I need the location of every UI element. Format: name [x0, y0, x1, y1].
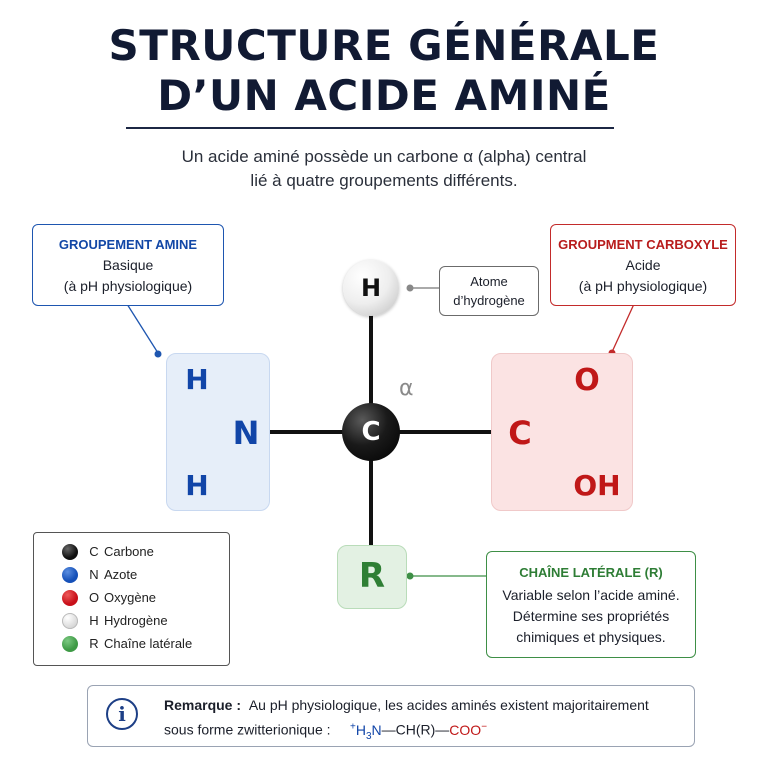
subtitle-line-2: lié à quatre groupements différents.	[250, 171, 518, 190]
remark-text-2: sous forme zwitterionique :	[164, 721, 331, 738]
subtitle: Un acide aminé possède un carbone α (alp…	[0, 145, 768, 193]
subtitle-line-1: Un acide aminé possède un carbone α (alp…	[181, 147, 587, 166]
remark-line-2: sous forme zwitterionique : +H3N—CH(R)—C…	[164, 717, 487, 746]
legend-name: Oxygène	[104, 590, 157, 605]
carbon-dot-icon	[62, 544, 78, 560]
side-chain-callout-line-3: chimiques et physiques.	[516, 629, 666, 645]
formula-h: H	[355, 721, 366, 738]
alpha-carbon-atom: C	[342, 403, 400, 461]
amine-group-callout: GROUPEMENT AMINE Basique (à pH physiolog…	[32, 224, 224, 306]
formula-n: N	[371, 721, 382, 738]
formula-dash-2: —	[435, 721, 450, 738]
carboxyl-callout-line-1: Acide	[625, 257, 661, 273]
hydrogen-atom: H	[343, 260, 399, 316]
amine-callout-heading: GROUPEMENT AMINE	[58, 237, 198, 252]
oxygen-dot-icon	[62, 590, 78, 606]
leader-hydrogen-dot	[406, 284, 414, 292]
carboxyl-hydroxyl: OH	[573, 469, 621, 502]
info-icon: i	[106, 698, 138, 730]
formula-dash-1: —	[381, 721, 396, 738]
amine-group-box	[166, 353, 270, 511]
legend-symbol: C	[89, 544, 99, 559]
hydrogen-callout-line-2: d’hydrogène	[453, 293, 525, 308]
carboxyl-group-callout: GROUPMENT CARBOXYLE Acide (à pH physiolo…	[550, 224, 736, 306]
leader-amine	[126, 303, 159, 354]
carboxyl-group-box	[491, 353, 633, 511]
legend-name: Hydrogène	[104, 613, 168, 628]
side-chain-box	[337, 545, 407, 609]
hydrogen-atom-label: H	[360, 274, 382, 302]
legend-symbol: R	[89, 636, 99, 651]
leader-carboxyl	[611, 303, 635, 353]
leader-side-chain-dot	[406, 572, 414, 580]
legend-symbol: N	[89, 567, 99, 582]
charge-minus: −	[481, 721, 488, 732]
title-divider	[126, 127, 614, 129]
legend-symbol: H	[89, 613, 99, 628]
hydrogen-atom-callout: Atome d’hydrogène	[439, 266, 539, 316]
carboxyl-carbon: C	[508, 414, 532, 452]
title-line-2: D’UN ACIDE AMINÉ	[157, 71, 611, 120]
carboxyl-oxygen: O	[574, 363, 600, 398]
title-line-1: STRUCTURE GÉNÉRALE	[108, 21, 660, 70]
leader-amine-dot	[154, 350, 162, 358]
formula-middle: CH(R)	[395, 721, 436, 738]
carboxyl-callout-heading: GROUPMENT CARBOXYLE	[558, 237, 728, 252]
formula-subscript-3: 3	[365, 730, 372, 742]
zwitterion-carboxylate: COO−	[449, 721, 488, 738]
side-chain-callout-heading: CHAÎNE LATÉRALE (R)	[519, 565, 663, 580]
alpha-carbon-label: C	[361, 417, 381, 447]
zwitterion-amine: +H3N	[349, 721, 382, 742]
legend-name: Azote	[104, 567, 138, 582]
alpha-label: α	[399, 376, 414, 401]
amine-hydrogen-bottom: H	[185, 469, 209, 502]
side-chain-dot-icon	[62, 636, 78, 652]
remark-label: Remarque :	[164, 697, 242, 713]
hydrogen-callout-line-1: Atome	[470, 274, 508, 289]
carboxyl-callout-line-2: (à pH physiologique)	[578, 278, 708, 294]
charge-plus: +	[349, 721, 356, 732]
formula-coo: COO	[449, 721, 482, 738]
legend-name: Chaîne latérale	[104, 636, 193, 651]
legend-name: Carbone	[104, 544, 154, 559]
legend-symbol: O	[88, 590, 100, 605]
side-chain-callout: CHAÎNE LATÉRALE (R) Variable selon l’aci…	[486, 551, 696, 658]
remark-text-1: Au pH physiologique, les acides aminés e…	[248, 697, 649, 713]
side-chain-r: R	[358, 556, 386, 596]
side-chain-callout-line-1: Variable selon l’acide aminé.	[502, 587, 680, 603]
hydrogen-dot-icon	[62, 613, 78, 629]
remark-box: i Remarque : Au pH physiologique, les ac…	[87, 685, 695, 747]
nitrogen-dot-icon	[62, 567, 78, 583]
legend: C Carbone N Azote O Oxygène H Hydrogène …	[33, 532, 230, 666]
amine-nitrogen: N	[232, 414, 260, 452]
amine-callout-line-2: (à pH physiologique)	[63, 278, 193, 294]
amine-hydrogen-top: H	[185, 363, 209, 396]
amine-callout-line-1: Basique	[102, 257, 154, 273]
remark-line-1: Remarque : Au pH physiologique, les acid…	[164, 695, 649, 715]
side-chain-callout-line-2: Détermine ses propriétés	[512, 608, 670, 624]
